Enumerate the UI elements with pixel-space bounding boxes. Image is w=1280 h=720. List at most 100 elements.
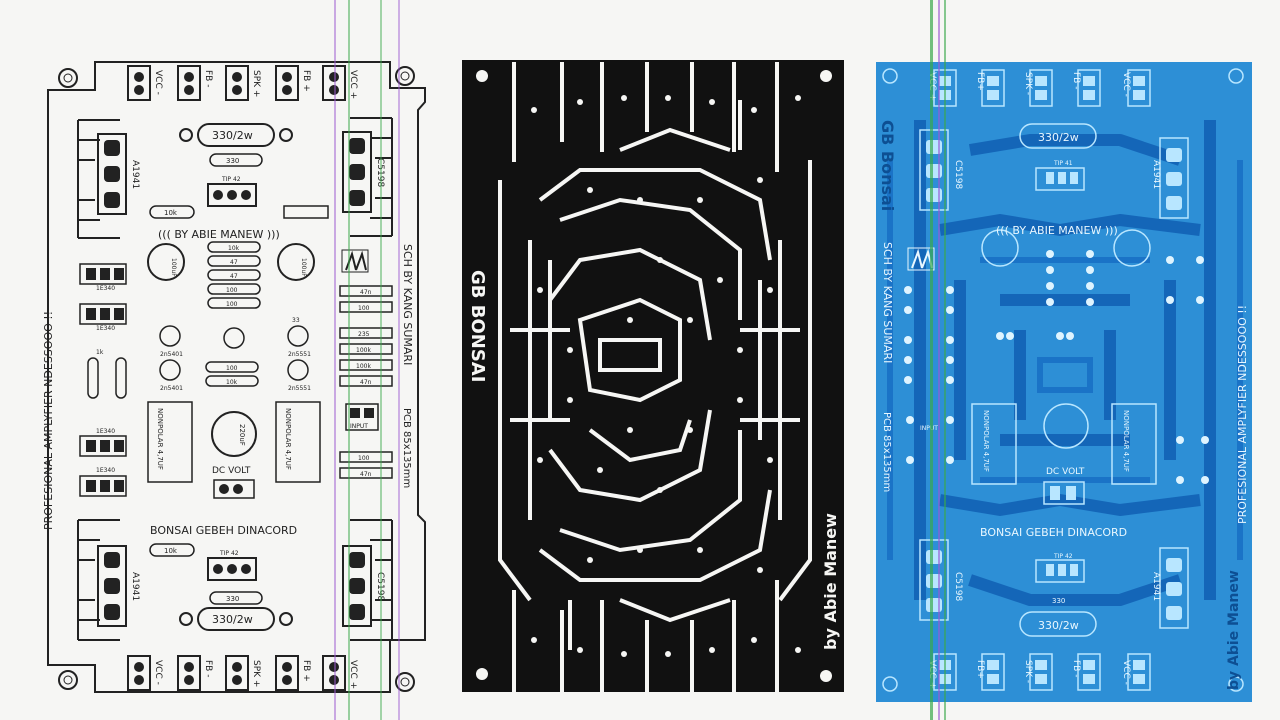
copper-board-panel: GB BONSAI by Abie Manew	[440, 0, 860, 720]
label-vcc-plus-bottom: VCC +	[348, 660, 358, 689]
label-47n-b: 47n	[360, 379, 372, 386]
label-330-2w-top: 330/2w	[212, 129, 253, 142]
scanline-artifact	[348, 0, 350, 720]
label-a1941-top: A1941	[130, 160, 140, 189]
label-fb-minus-bottom: FB -	[203, 660, 213, 677]
label-a1941-bottom: A1941	[130, 572, 140, 601]
copper-trace-board: GB BONSAI by Abie Manew	[440, 0, 860, 720]
label-dc-volt: DC VOLT	[212, 466, 251, 476]
label-fb-plus-bottom: FB +	[301, 660, 311, 682]
blue-pcb-board: VCC + FB+ SPK - FB - VCC - VCC + FB+ SPK…	[860, 0, 1280, 720]
label-100uf-right: 100uF	[300, 258, 307, 277]
scanline-artifact	[930, 0, 933, 720]
blue-label-fb-plus: FB+	[975, 72, 985, 91]
silkscreen-board: VCC - FB - SPK + FB + VCC + VCC - FB - S…	[0, 0, 440, 720]
label-330-2w-bottom: 330/2w	[212, 613, 253, 626]
label-input: INPUT	[350, 423, 368, 430]
label-10k-top: 10k	[164, 209, 178, 217]
label-1k: 1k	[96, 349, 104, 356]
blue-label-nonpolar-right: NONPOLAR 4,7UF	[1122, 410, 1130, 472]
label-2n5401-a: 2n5401	[160, 351, 183, 358]
scanline-artifact	[334, 0, 336, 720]
blue-label-a1941: A1941	[1151, 160, 1161, 189]
blue-label-input: INPUT	[920, 425, 938, 432]
blue-label-by-abie: by Abie Manew	[1226, 570, 1242, 690]
label-2n5551-b: 2n5551	[288, 385, 311, 392]
blue-label-330: 330	[1052, 597, 1065, 605]
label-2n5551-a: 2n5551	[288, 351, 311, 358]
blue-label-fb-plus-bottom: FB+	[975, 660, 985, 679]
scanline-artifact	[944, 0, 946, 720]
label-47n-c: 47n	[360, 471, 372, 478]
label-33: 33	[292, 317, 300, 324]
label-100-a: 100	[358, 305, 370, 312]
blue-label-c5198-bottom: C5198	[953, 572, 963, 601]
blue-label-dc-volt: DC VOLT	[1046, 467, 1085, 477]
label-330-top: 330	[226, 157, 239, 165]
blue-label-sch: SCH BY KANG SUMARI	[881, 242, 894, 363]
label-vcc-minus: VCC -	[153, 70, 163, 95]
label-pcb-size: PCB 85x135mm	[401, 408, 412, 488]
blue-board-panel: VCC + FB+ SPK - FB - VCC - VCC + FB+ SPK…	[860, 0, 1280, 720]
blue-label-a1941-bottom: A1941	[1151, 572, 1161, 601]
scanline-artifact	[380, 0, 382, 720]
blue-label-330-2w-top: 330/2w	[1038, 131, 1079, 144]
blue-label-vcc-minus-bottom: VCC -	[1121, 660, 1131, 685]
blue-label-tip42: TIP 42	[1053, 553, 1073, 560]
label-bonsai-gebeh: BONSAI GEBEH DINACORD	[150, 524, 297, 537]
label-c5198-top: C5198	[375, 158, 385, 187]
label-10k-bottom: 10k	[164, 547, 178, 555]
label-fb-plus: FB +	[301, 70, 311, 92]
blue-label-c5198: C5198	[953, 160, 963, 189]
label-sch-kang-sumari: SCH BY KANG SUMARI	[401, 244, 414, 365]
blue-label-nonpolar-left: NONPOLAR 4,7UF	[982, 410, 990, 472]
label-100-mid: 100	[226, 365, 238, 372]
label-gb-bonsai: GB BONSAI	[467, 270, 488, 382]
label-1e340-b: 1E340	[96, 325, 115, 332]
blue-label-vcc-minus: VCC -	[1121, 72, 1131, 97]
blue-label-professional: PROFESIONAL AMPLYFIER NDESSOOO !!	[1236, 305, 1249, 524]
label-fb-minus: FB -	[203, 70, 213, 87]
label-spk-plus-bottom: SPK +	[251, 660, 261, 687]
label-100-ladder: 100	[226, 287, 238, 294]
label-vcc-plus: VCC +	[348, 70, 358, 99]
label-professional-amplifier: PROFESIONAL AMPLYFIER NDESSOOO !!	[42, 311, 55, 530]
scanline-artifact	[938, 0, 940, 720]
label-100k-b: 100k	[356, 363, 371, 370]
label-vcc-minus-bottom: VCC -	[153, 660, 163, 685]
blue-label-330-2w-bottom: 330/2w	[1038, 619, 1079, 632]
scanline-artifact	[398, 0, 400, 720]
label-235: 235	[358, 331, 370, 338]
blue-label-bonsai-gebeh: BONSAI GEBEH DINACORD	[980, 526, 1127, 539]
blue-label-gb-bonsai: GB Bonsai	[878, 120, 897, 211]
blue-label-pcb-size: PCB 85x135mm	[881, 412, 892, 492]
label-spk-plus: SPK +	[251, 70, 261, 97]
label-tip42-top: TIP 42	[221, 176, 241, 183]
blue-label-spk-minus-bottom: SPK -	[1023, 660, 1033, 683]
label-1e340-c: 1E340	[96, 428, 115, 435]
label-by-abie-manew-copper: by Abie Manew	[821, 513, 840, 650]
blue-label-fb-minus-bottom: FB -	[1071, 660, 1081, 677]
label-100-ladder-2: 100	[226, 301, 238, 308]
label-47n-a: 47n	[360, 289, 372, 296]
silkscreen-board-panel: VCC - FB - SPK + FB + VCC + VCC - FB - S…	[0, 0, 440, 720]
label-10k-mid: 10k	[226, 379, 238, 386]
label-100-b: 100	[358, 455, 370, 462]
label-220uf: 220uF	[238, 424, 246, 446]
label-10k-ladder: 10k	[228, 245, 240, 252]
label-nonpolar-left: NONPOLAR 4,7UF	[156, 408, 164, 470]
blue-label-fb-minus: FB -	[1071, 72, 1081, 89]
blue-label-spk-minus: SPK -	[1023, 72, 1033, 95]
blue-label-tip41: TIP 41	[1053, 160, 1073, 167]
label-100uf-left: 100uF	[170, 258, 177, 277]
label-c5198-bottom: C5198	[375, 572, 385, 601]
label-2n5401-b: 2n5401	[160, 385, 183, 392]
label-by-abie-manew: ((( BY ABIE MANEW )))	[158, 228, 280, 241]
label-tip42-bottom: TIP 42	[219, 550, 239, 557]
label-nonpolar-right: NONPOLAR 4,7UF	[284, 408, 292, 470]
label-1e340-d: 1E340	[96, 467, 115, 474]
blue-label-by-abie-manew: ((( BY ABIE MANEW )))	[996, 224, 1118, 237]
label-1e340-a: 1E340	[96, 285, 115, 292]
label-47-ladder-2: 47	[230, 273, 238, 280]
label-100k-a: 100k	[356, 347, 371, 354]
